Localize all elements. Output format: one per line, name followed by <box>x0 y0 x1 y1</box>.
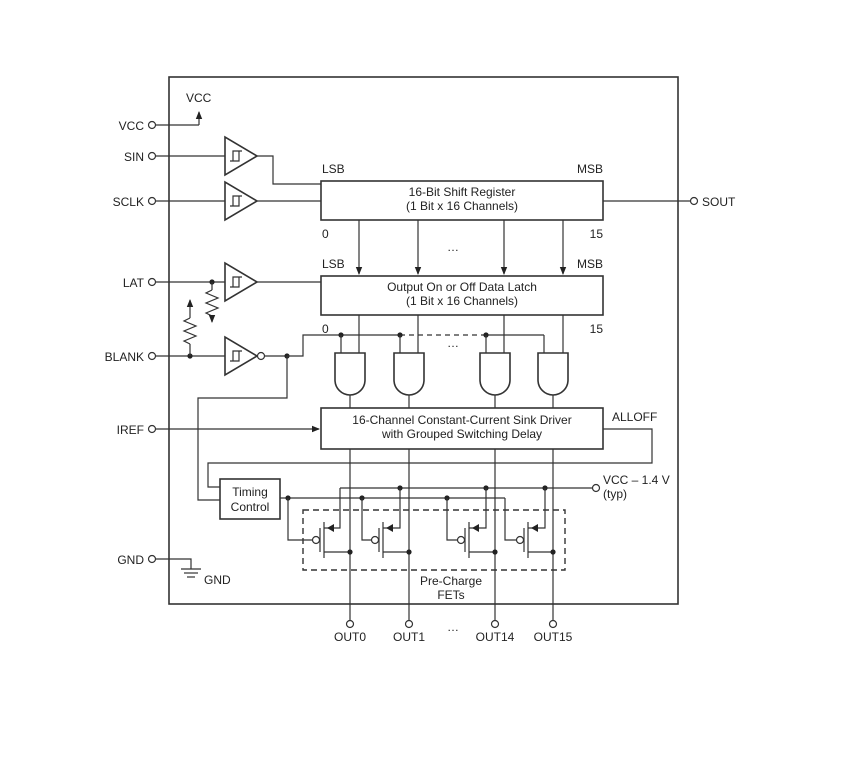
output-pin-0: OUT0 <box>334 449 366 644</box>
sink-driver-subtitle: with Grouped Switching Delay <box>381 427 542 441</box>
and-gate-0 <box>334 352 366 396</box>
blank-pin: BLANK <box>105 350 225 364</box>
ground-symbol-icon <box>181 568 201 578</box>
timing-control-line2: Control <box>231 500 270 514</box>
sout-pin-label: SOUT <box>702 195 736 209</box>
sink-driver-block: 16-Channel Constant-Current Sink Driver … <box>320 407 604 450</box>
outputs-ellipsis: … <box>447 620 459 634</box>
alloff-label: ALLOFF <box>612 410 657 424</box>
vcc-pin: VCC VCC <box>119 91 212 133</box>
blank-schmitt-inverter <box>224 335 266 377</box>
register-to-latch-arrows <box>355 220 567 275</box>
shift-register-block: 16-Bit Shift Register (1 Bit x 16 Channe… <box>320 180 604 221</box>
precharge-fet-14 <box>456 488 495 558</box>
sin-pin: SIN <box>124 150 225 164</box>
timing-control-block: Timing Control <box>219 478 281 520</box>
gate-to-driver-wires <box>349 395 554 408</box>
output-pin-15: OUT15 <box>534 449 573 644</box>
and-gate-14 <box>479 352 511 396</box>
sin-pin-label: SIN <box>124 150 144 164</box>
sout-pin: SOUT <box>603 195 736 209</box>
data-latch-msb: MSB <box>577 257 603 271</box>
blank-pullup-resistor <box>182 299 198 356</box>
data-latch-block: Output On or Off Data Latch (1 Bit x 16 … <box>320 275 604 316</box>
data-latch-title: Output On or Off Data Latch <box>387 280 537 294</box>
register-ellipsis: … <box>447 240 459 254</box>
shift-register-bit-last: 15 <box>590 227 604 241</box>
output-pin-14: OUT14 <box>476 449 515 644</box>
output-pin-15-label: OUT15 <box>534 630 573 644</box>
shift-register-title: 16-Bit Shift Register <box>409 185 516 199</box>
precharge-supply-typ: (typ) <box>603 487 627 501</box>
data-latch-bit-first: 0 <box>322 322 329 336</box>
shift-register-bit-first: 0 <box>322 227 329 241</box>
alloff-feedback-wire <box>207 428 653 488</box>
precharge-fet-0 <box>311 488 350 558</box>
data-latch-bit-last: 15 <box>590 322 604 336</box>
precharge-fet-group <box>302 509 566 571</box>
iref-pin-label: IREF <box>117 423 144 437</box>
precharge-supply-rail <box>340 483 601 493</box>
precharge-fet-15 <box>515 488 553 558</box>
lat-schmitt-buffer <box>224 261 259 303</box>
shift-register-subtitle: (1 Bit x 16 Channels) <box>406 199 518 213</box>
blank-distribution-wire <box>197 332 545 501</box>
lat-pin: LAT <box>123 276 225 290</box>
vcc-pin-label: VCC <box>119 119 145 133</box>
sclk-pin-label: SCLK <box>113 195 144 209</box>
output-pin-1-label: OUT1 <box>393 630 425 644</box>
sclk-schmitt-buffer <box>224 180 259 222</box>
precharge-label-line1: Pre-Charge <box>420 574 482 588</box>
output-pin-1: OUT1 <box>393 449 425 644</box>
precharge-fet-1 <box>370 488 409 558</box>
precharge-supply-label: VCC – 1.4 V <box>603 473 670 487</box>
and-gate-15 <box>537 352 569 396</box>
lat-pulldown-resistor <box>204 282 220 323</box>
vcc-internal-label: VCC <box>186 91 212 105</box>
data-latch-subtitle: (1 Bit x 16 Channels) <box>406 294 518 308</box>
shift-register-lsb: LSB <box>322 162 345 176</box>
timing-control-line1: Timing <box>232 485 268 499</box>
blank-pin-label: BLANK <box>105 350 144 364</box>
latch-ellipsis: … <box>447 336 459 350</box>
and-gate-1 <box>393 352 425 396</box>
sin-schmitt-buffer <box>224 135 259 177</box>
precharge-label-line2: FETs <box>437 588 464 602</box>
chip-outline <box>168 76 679 605</box>
latch-to-gate-wires <box>358 315 564 353</box>
output-pin-14-label: OUT14 <box>476 630 515 644</box>
gnd-pin: GND <box>117 553 192 569</box>
sclk-pin: SCLK <box>113 195 225 209</box>
output-pin-0-label: OUT0 <box>334 630 366 644</box>
data-latch-lsb: LSB <box>322 257 345 271</box>
shift-register-msb: MSB <box>577 162 603 176</box>
precharge-gate-bus <box>280 495 516 541</box>
gnd-symbol-label: GND <box>204 573 231 587</box>
lat-pin-label: LAT <box>123 276 145 290</box>
sink-driver-title: 16-Channel Constant-Current Sink Driver <box>352 413 571 427</box>
iref-pin: IREF <box>117 423 320 437</box>
sin-to-register-wire <box>257 155 321 185</box>
gnd-pin-label: GND <box>117 553 144 567</box>
